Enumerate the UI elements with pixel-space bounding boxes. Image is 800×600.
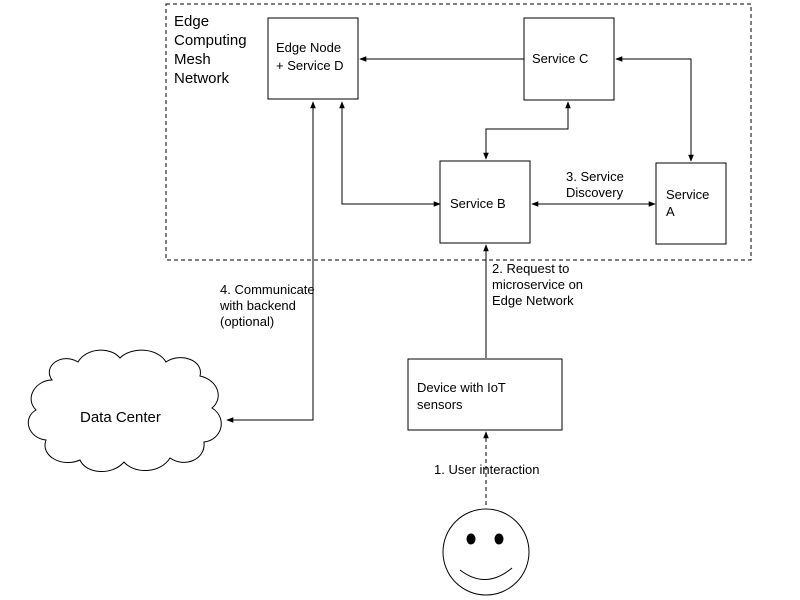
service-a-label-line: A <box>666 204 675 219</box>
device-box <box>407 358 563 431</box>
cloud-icon <box>27 349 222 472</box>
service-a-box <box>655 162 727 245</box>
device-label-line: sensors <box>417 397 463 412</box>
arrow-service-c-to-service-a <box>615 56 694 162</box>
step-4-label-line: 4. Communicate <box>220 282 315 297</box>
service-c-box <box>523 17 615 101</box>
service-b-label-line: Service B <box>450 196 506 211</box>
edge-node-box <box>267 17 359 100</box>
step-4-label-line: (optional) <box>220 314 274 329</box>
service-c-label: Service C <box>532 51 588 66</box>
step-1-label-line: 1. User interaction <box>434 462 540 477</box>
step-2-label-line: 2. Request to <box>492 261 569 276</box>
network-title-line: Mesh <box>174 51 211 68</box>
step-1-label: 1. User interaction <box>434 462 540 477</box>
data-center-label-line: Data Center <box>80 409 161 426</box>
service-b-box <box>439 160 531 244</box>
service-a-label-line: Service <box>666 187 709 202</box>
network-title-line: Computing <box>174 32 247 49</box>
arrow-service-c-to-service-b <box>483 101 571 160</box>
edge-node-label-line: Edge Node <box>276 40 341 55</box>
step-2-label-line: microservice on <box>492 277 583 292</box>
step-3-label-line: 3. Service <box>566 169 624 184</box>
network-title-line: Network <box>174 70 230 87</box>
step-4-label-line: with backend <box>219 298 296 313</box>
smiley-face-icon <box>442 508 530 596</box>
device-label-line: Device with IoT <box>417 380 506 395</box>
data-center-label: Data Center <box>80 409 161 426</box>
step-3-label-line: Discovery <box>566 185 624 200</box>
network-title-line: Edge <box>174 13 209 30</box>
arrow-edge-node-to-data-center <box>226 101 316 423</box>
edge-node-label: Edge Node + Service D <box>276 40 344 73</box>
edge-network-boundary <box>165 3 752 261</box>
service-b-label: Service B <box>450 196 506 211</box>
service-c-label-line: Service C <box>532 51 588 66</box>
arrow-edge-node-to-service-b <box>339 101 441 207</box>
device-label: Device with IoT sensors <box>417 380 506 412</box>
step-2-label-line: Edge Network <box>492 293 574 308</box>
edge-node-label-line: + Service D <box>276 58 344 73</box>
